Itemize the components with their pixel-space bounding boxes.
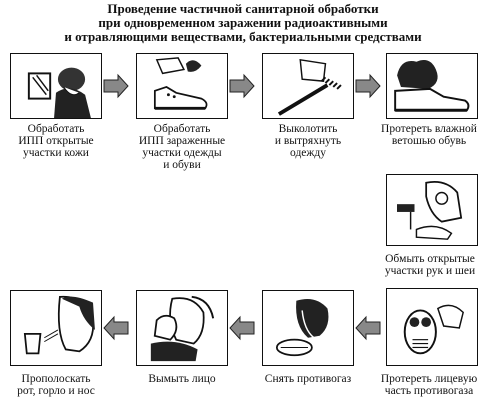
boot-wipe-icon	[394, 60, 470, 112]
step-caption-6: Протереть лицевую часть противогаза	[380, 373, 478, 397]
diagram-title: Проведение частичной санитарной обработк…	[0, 2, 486, 44]
step-caption-2: Обработать ИПП зараженные участки одежды…	[138, 123, 226, 171]
step-caption-4: Протереть влажной ветошью обувь	[381, 123, 477, 147]
step-caption-8: Вымыть лицо	[148, 373, 216, 385]
gas-mask-face-wipe-icon	[27, 67, 91, 118]
title-line-3: и отравляющими веществами, бактериальным…	[64, 29, 422, 44]
remove-gas-mask-icon	[275, 298, 329, 357]
step-panel-2	[136, 53, 228, 119]
title-line-1: Проведение частичной санитарной обработк…	[107, 1, 379, 16]
boot-and-package-icon	[153, 57, 208, 110]
arrow-left-2	[229, 315, 255, 341]
step-caption-7: Снять противогаз	[264, 373, 352, 385]
step-caption-5: Обмыть открытые участки рук и шеи	[384, 253, 476, 277]
brush-beating-icon	[277, 58, 342, 116]
step-panel-4	[386, 53, 478, 119]
step-caption-1: Обработать ИПП открытые участки кожи	[18, 123, 94, 159]
arrow-left-1	[355, 315, 381, 341]
hand-washing-icon	[397, 181, 463, 240]
step-caption-9: Прополоскать рот, горло и нос	[17, 373, 95, 397]
title-line-2: при одновременном заражении радиоактивны…	[98, 15, 388, 30]
arrow-right-1	[103, 73, 129, 99]
step-panel-9	[10, 290, 102, 366]
arrow-right-2	[229, 73, 255, 99]
face-washing-icon	[150, 295, 215, 362]
step-panel-8	[136, 290, 228, 366]
step-panel-6	[386, 288, 478, 366]
step-panel-7	[262, 290, 354, 366]
mask-wipe-icon	[403, 304, 464, 355]
step-panel-5	[386, 174, 478, 246]
step-caption-3: Выколотить и вытряхнуть одежду	[274, 123, 342, 159]
arrow-right-3	[355, 73, 381, 99]
arrow-left-3	[103, 315, 129, 341]
step-panel-1	[10, 53, 102, 119]
step-panel-3	[262, 53, 354, 119]
mouth-rinse-icon	[23, 295, 95, 355]
